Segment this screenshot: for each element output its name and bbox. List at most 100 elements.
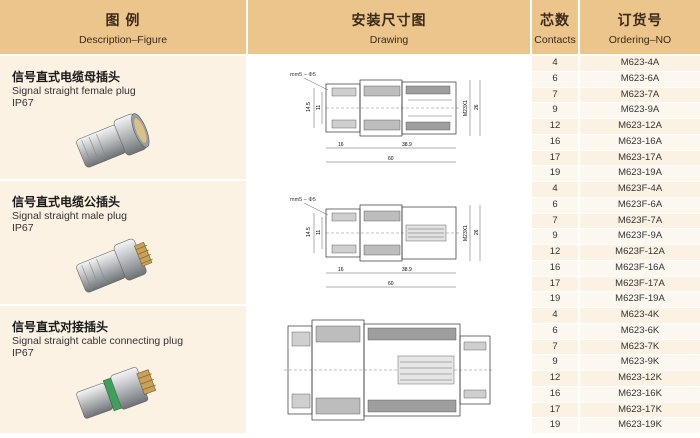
- contacts-cell: 19: [532, 292, 578, 307]
- contacts-cell: 16: [532, 386, 578, 402]
- ordering-no-cell: M623F-4A: [580, 182, 700, 197]
- female-plug-drawing: mm5 – Φ5 14.5 11 M23X1 26 16 38.9 60: [290, 72, 481, 163]
- section-title: 信号直式电缆公插头: [12, 195, 121, 209]
- contacts-cell: 9: [532, 103, 578, 118]
- section-connecting-plug: 信号直式对接插头 Signal straight cable connectin…: [0, 306, 246, 433]
- dim-l1: 16: [338, 267, 344, 273]
- ordering-no-cell: M623F-9A: [580, 229, 700, 244]
- ordering-no-cell: M623-7A: [580, 87, 700, 103]
- header-ordering-en: Ordering–NO: [608, 34, 672, 46]
- header-contacts-en: Contacts: [534, 34, 576, 46]
- section-subtitle-en: Signal straight male plug: [12, 210, 127, 222]
- ordering-no-cell: M623F-7A: [580, 213, 700, 229]
- contacts-cell: 7: [532, 213, 578, 229]
- section-female-plug: 信号直式电缆母插头 Signal straight female plug IP…: [0, 56, 246, 179]
- ordering-no-cell: M623-16A: [580, 134, 700, 150]
- ordering-no-cell: M623F-12A: [580, 245, 700, 260]
- connecting-plug-drawing: [284, 319, 494, 421]
- contacts-cell: 16: [532, 260, 578, 276]
- ordering-no-cell: M623-9K: [580, 355, 700, 370]
- section-title: 信号直式电缆母插头: [12, 70, 121, 84]
- section-subtitle-en: Signal straight cable connecting plug: [12, 335, 184, 347]
- contacts-cell: 17: [532, 276, 578, 292]
- header-drawing-cn: 安装尺寸图: [351, 12, 427, 28]
- header-description-figure: 图 例 Description–Figure: [0, 0, 246, 54]
- male-plug-drawing: mm5 – Φ5 14.5 11 M23X1 26 16 38.9 60: [290, 197, 481, 288]
- section-title: 信号直式对接插头: [12, 320, 109, 334]
- contacts-cell: 6: [532, 323, 578, 339]
- header-ordering: 订货号 Ordering–NO: [580, 0, 700, 54]
- male-plug-image: [76, 238, 153, 293]
- section-subtitle: Signal straight cable connecting plug IP…: [12, 335, 183, 359]
- dim-total: 60: [388, 281, 394, 287]
- header-drawing-en: Drawing: [369, 34, 409, 46]
- dim-l1: 16: [338, 142, 344, 148]
- contacts-cell: 19: [532, 166, 578, 181]
- ordering-no-cell: M623-4A: [580, 56, 700, 71]
- ordering-no-cell: M623-12A: [580, 119, 700, 134]
- contacts-cell: 4: [532, 308, 578, 323]
- section-divider: [0, 304, 530, 306]
- ordering-no-cell: M623-6K: [580, 323, 700, 339]
- dim-thread: M23X1: [463, 100, 469, 116]
- ordering-no-cell: M623-12K: [580, 371, 700, 386]
- ordering-no-cell: M623-19A: [580, 166, 700, 181]
- ordering-no-cell: M623-19K: [580, 418, 700, 433]
- header-figure-cn: 图 例: [105, 12, 141, 28]
- female-plug-image: [76, 113, 150, 168]
- section-subtitle: Signal straight male plug IP67: [12, 210, 127, 234]
- contacts-cell: 7: [532, 87, 578, 103]
- connecting-plug-image: [76, 367, 157, 419]
- section-male-plug: 信号直式电缆公插头 Signal straight male plug IP67: [0, 181, 246, 304]
- ordering-no-cell: M623F-16A: [580, 260, 700, 276]
- section-rating: IP67: [12, 222, 34, 234]
- ordering-no-cell: M623-7K: [580, 339, 700, 355]
- section-subtitle-en: Signal straight female plug: [12, 85, 136, 97]
- contacts-cell: 19: [532, 418, 578, 433]
- contacts-cell: 6: [532, 197, 578, 213]
- header-figure-en: Description–Figure: [78, 34, 168, 46]
- ordering-no-cell: M623-6A: [580, 71, 700, 87]
- dim-thread: M23X1: [463, 225, 469, 241]
- header-drawing: 安装尺寸图 Drawing: [248, 0, 530, 54]
- dim-d2: 11: [316, 105, 322, 110]
- dim-h: 26: [474, 229, 480, 235]
- header-ordering-cn: 订货号: [617, 12, 663, 28]
- contacts-cell: 7: [532, 339, 578, 355]
- dim-h: 26: [474, 104, 480, 110]
- drawing-tag: mm5 – Φ5: [290, 197, 316, 203]
- dim-d2: 11: [316, 230, 322, 235]
- contacts-cell: 12: [532, 245, 578, 260]
- contacts-cell: 12: [532, 119, 578, 134]
- dim-total: 60: [388, 156, 394, 162]
- section-divider: [0, 179, 530, 181]
- section-subtitle: Signal straight female plug IP67: [12, 85, 136, 109]
- dim-l2: 38.9: [402, 267, 412, 273]
- dim-l2: 38.9: [402, 142, 412, 148]
- ordering-no-cell: M623F-17A: [580, 276, 700, 292]
- ordering-no-cell: M623-17A: [580, 150, 700, 166]
- ordering-no-cell: M623F-6A: [580, 197, 700, 213]
- section-rating: IP67: [12, 347, 34, 359]
- ordering-no-cell: M623-9A: [580, 103, 700, 118]
- drawing-female-plug: mm5 – Φ5 14.5 11 M23X1 26 16 38.9 60: [248, 56, 530, 179]
- drawing-tag: mm5 – Φ5: [290, 72, 316, 78]
- contacts-cell: 9: [532, 229, 578, 244]
- drawing-male-plug: mm5 – Φ5 14.5 11 M23X1 26 16 38.9 60: [248, 181, 530, 304]
- contacts-cell: 17: [532, 402, 578, 418]
- header-contacts-cn: 芯数: [540, 12, 570, 28]
- drawing-connecting-plug: [248, 306, 530, 433]
- contacts-cell: 9: [532, 355, 578, 370]
- section-rating: IP67: [12, 97, 34, 109]
- ordering-no-cell: M623-4K: [580, 308, 700, 323]
- header-contacts: 芯数 Contacts: [532, 0, 578, 54]
- contacts-cell: 12: [532, 371, 578, 386]
- contacts-cell: 17: [532, 150, 578, 166]
- contacts-cell: 16: [532, 134, 578, 150]
- dim-d1: 14.5: [306, 102, 312, 112]
- contacts-cell: 4: [532, 56, 578, 71]
- contacts-cell: 4: [532, 182, 578, 197]
- ordering-no-cell: M623-17K: [580, 402, 700, 418]
- ordering-no-cell: M623-16K: [580, 386, 700, 402]
- contacts-cell: 6: [532, 71, 578, 87]
